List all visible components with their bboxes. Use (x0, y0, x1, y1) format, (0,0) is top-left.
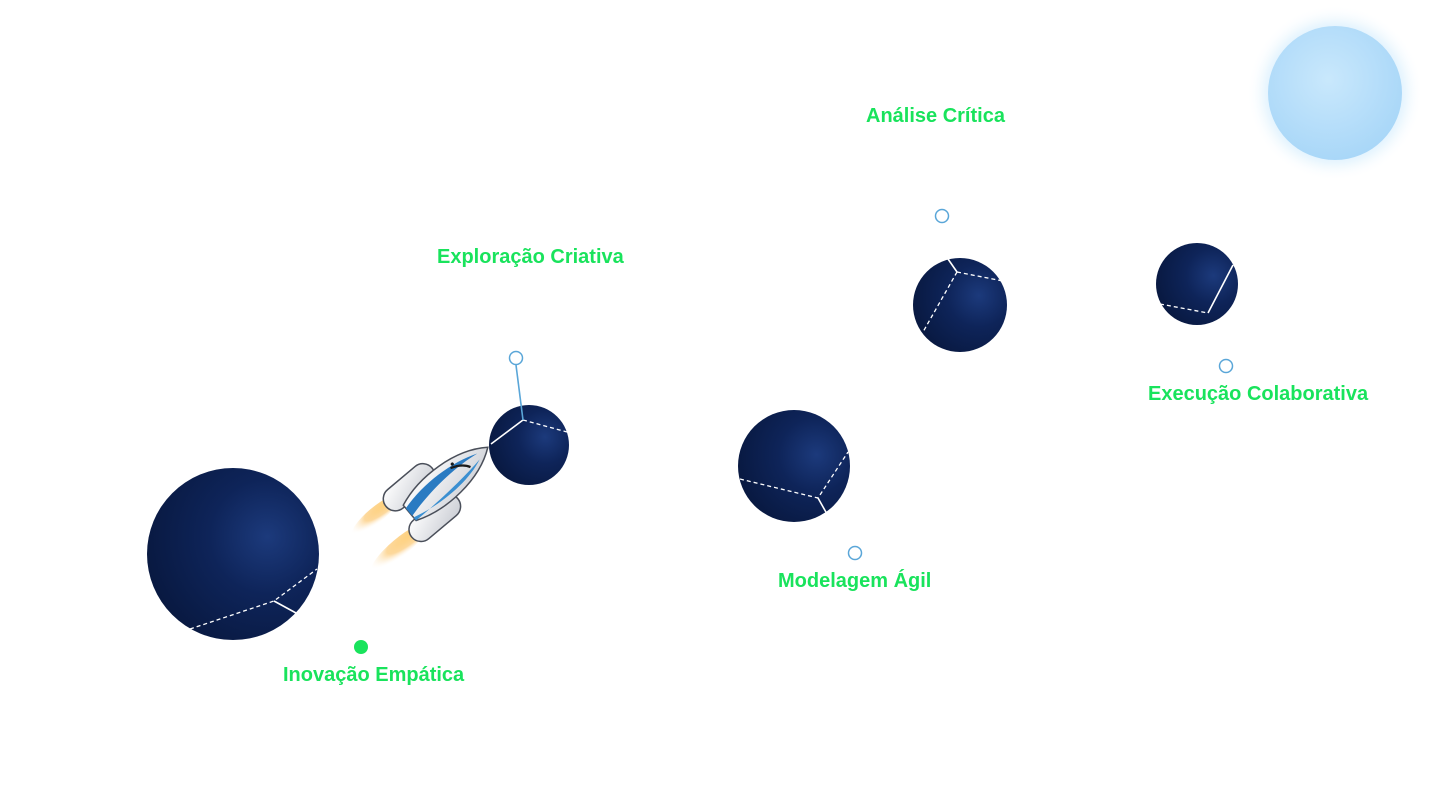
planet-analise (913, 258, 1007, 352)
stage-label-modelagem: Modelagem Ágil (778, 570, 932, 592)
marker-inovacao[interactable] (354, 640, 368, 654)
stage-label-inovacao: Inovação Empática (283, 664, 465, 686)
marker-exploracao[interactable] (508, 350, 524, 366)
marker-modelagem[interactable] (847, 545, 863, 561)
stage-label-exploracao: Exploração Criativa (437, 246, 624, 268)
marker-analise[interactable] (934, 208, 950, 224)
planet-exploracao (489, 364, 569, 485)
marker-execucao[interactable] (1218, 358, 1234, 374)
planet-modelagem (738, 410, 850, 522)
sun-icon (1247, 5, 1423, 181)
planet-inovacao (147, 468, 319, 640)
planet-execucao (1156, 243, 1238, 325)
stage-label-analise: Análise Crítica (866, 105, 1005, 127)
rocket-icon (351, 446, 489, 572)
stage-label-execucao: Execução Colaborativa (1148, 383, 1369, 405)
